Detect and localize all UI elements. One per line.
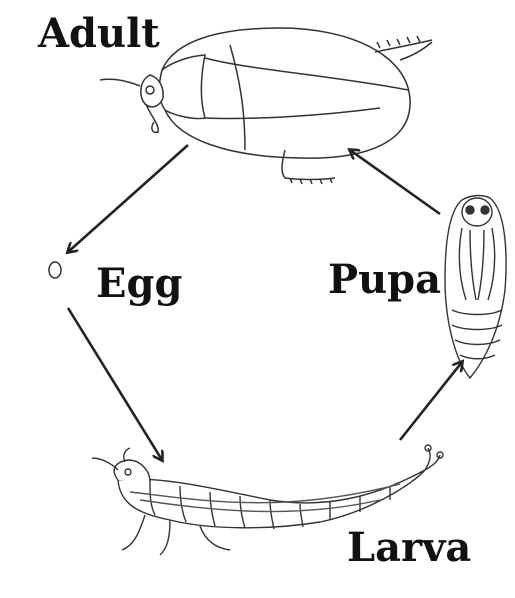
stage-label-egg: Egg bbox=[96, 260, 182, 307]
stage-label-larva: Larva bbox=[347, 524, 471, 571]
arrow-larva-to-pupa bbox=[400, 362, 462, 440]
arrow-adult-to-egg bbox=[68, 145, 188, 252]
stage-label-pupa: Pupa bbox=[328, 256, 441, 303]
stage-label-adult: Adult bbox=[38, 10, 160, 57]
arrow-pupa-to-adult bbox=[350, 150, 440, 214]
pupa-icon bbox=[445, 196, 506, 378]
arrow-egg-to-larva bbox=[68, 308, 162, 460]
egg-icon bbox=[49, 262, 61, 278]
